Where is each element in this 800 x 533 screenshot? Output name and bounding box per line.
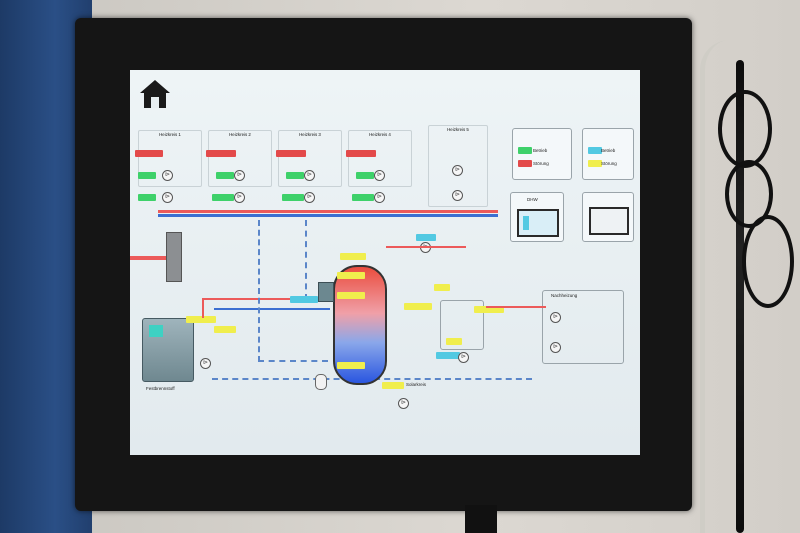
circuit-1[interactable]: Heizkreis 1 — [138, 130, 202, 187]
dhw-temp[interactable] — [340, 253, 366, 260]
pump-icon: ⊳ — [200, 358, 211, 369]
dashed-pipe — [258, 360, 328, 362]
dhw-icon — [517, 209, 559, 237]
pump-icon: ⊳ — [234, 192, 245, 203]
circuit-title: Heizkreis 2 — [229, 132, 251, 137]
pump-icon: ⊳ — [550, 342, 561, 353]
circuit-2-flow[interactable] — [212, 194, 234, 201]
home-icon — [140, 80, 170, 108]
status-off-swatch — [518, 160, 532, 167]
pump-icon: ⊳ — [398, 398, 409, 409]
boiler-supply — [202, 298, 330, 300]
circuit-1-setpoint[interactable] — [135, 150, 163, 157]
pump-icon: ⊳ — [550, 312, 561, 323]
circulation-label: Solarkreis — [406, 382, 427, 387]
solar-box[interactable] — [440, 300, 484, 350]
dhw-flow[interactable] — [416, 234, 436, 241]
heating-section-box[interactable]: Nachheizung — [542, 290, 624, 364]
circulation-temp[interactable] — [382, 382, 404, 389]
solar-pump-state[interactable] — [446, 338, 462, 345]
solar-return-temp[interactable] — [404, 303, 432, 310]
status-on-label: Betrieb — [601, 148, 616, 153]
legend-box-2[interactable]: Betrieb Störung — [582, 128, 634, 180]
hmi-screen: Heizkreis 1 Heizkreis 2 Heizkreis 3 Heiz… — [130, 70, 640, 455]
circuit-4[interactable]: Heizkreis 4 — [348, 130, 412, 187]
circuit-4-setpoint[interactable] — [346, 150, 376, 157]
pump-icon: ⊳ — [304, 170, 315, 181]
tank-temp-top[interactable] — [337, 272, 365, 279]
supply-pipe — [130, 256, 166, 260]
status-off-label: Störung — [601, 161, 617, 166]
pump-icon: ⊳ — [162, 192, 173, 203]
monitor-mount — [465, 505, 497, 533]
dhw-title: DHW — [527, 197, 538, 202]
dashed-pipe — [305, 220, 307, 300]
solar-flow[interactable] — [436, 352, 460, 359]
circuit-title: Heizkreis 3 — [299, 132, 321, 137]
status-on-swatch — [518, 147, 532, 154]
pump-icon: ⊳ — [458, 352, 469, 363]
pump-icon: ⊳ — [452, 165, 463, 176]
status-on-swatch — [588, 147, 602, 154]
display-icon — [589, 207, 629, 235]
cable-coil — [725, 160, 773, 228]
tank-heater-icon — [318, 282, 334, 302]
pump-icon: ⊳ — [374, 192, 385, 203]
circuit-3-flow[interactable] — [282, 194, 304, 201]
boiler-return-temp[interactable] — [214, 326, 236, 333]
circuit-title: Heizkreis 1 — [159, 132, 181, 137]
tank-temp-mid[interactable] — [337, 292, 365, 299]
pump-icon: ⊳ — [374, 170, 385, 181]
tank-temp-bottom[interactable] — [337, 362, 365, 369]
boiler-return — [214, 308, 330, 310]
circuit-1-state[interactable] — [138, 172, 156, 179]
boiler-icon — [142, 318, 194, 382]
circuit-5[interactable]: Heizkreis 5 — [428, 125, 488, 207]
return-pipe — [158, 214, 498, 217]
solar-coll-temp[interactable] — [434, 284, 450, 291]
status-off-label: Störung — [533, 161, 549, 166]
circuit-4-flow[interactable] — [352, 194, 374, 201]
cable-coil — [742, 215, 794, 308]
circuit-2-setpoint[interactable] — [206, 150, 236, 157]
cable-dark — [736, 60, 744, 533]
boiler-caption: Festbrennstoff — [146, 386, 175, 391]
circuit-3-state[interactable] — [286, 172, 304, 179]
boiler-flow-temp[interactable] — [186, 316, 216, 323]
pump-icon: ⊳ — [234, 170, 245, 181]
supply-pipe — [158, 210, 498, 213]
circuit-2[interactable]: Heizkreis 2 — [208, 130, 272, 187]
home-button[interactable] — [138, 78, 172, 110]
pump-icon: ⊳ — [304, 192, 315, 203]
circuit-2-state[interactable] — [216, 172, 234, 179]
dhw-pipe — [386, 246, 466, 248]
cable-coil — [718, 90, 772, 168]
section-title: Nachheizung — [551, 293, 578, 298]
pump-icon: ⊳ — [162, 170, 173, 181]
circuit-title: Heizkreis 4 — [369, 132, 391, 137]
solar-temp[interactable] — [474, 306, 504, 313]
circuit-3-setpoint[interactable] — [276, 150, 306, 157]
expansion-vessel-icon — [315, 374, 327, 390]
cable — [700, 40, 739, 533]
circuit-3[interactable]: Heizkreis 3 — [278, 130, 342, 187]
radiator-icon — [166, 232, 182, 282]
status-off-swatch — [588, 160, 602, 167]
legend-box-1[interactable]: Betrieb Störung — [512, 128, 572, 180]
pipe-right — [486, 306, 546, 308]
circuit-title: Heizkreis 5 — [447, 127, 469, 132]
boiler-supply — [202, 298, 204, 318]
circuit-4-state[interactable] — [356, 172, 374, 179]
circuit-1-flow[interactable] — [138, 194, 156, 201]
dhw-box[interactable]: DHW — [510, 192, 564, 242]
heater-temp[interactable] — [290, 296, 318, 303]
dashed-pipe — [258, 220, 260, 362]
pump-icon: ⊳ — [452, 190, 463, 201]
legend-box-4[interactable] — [582, 192, 634, 242]
status-on-label: Betrieb — [533, 148, 548, 153]
